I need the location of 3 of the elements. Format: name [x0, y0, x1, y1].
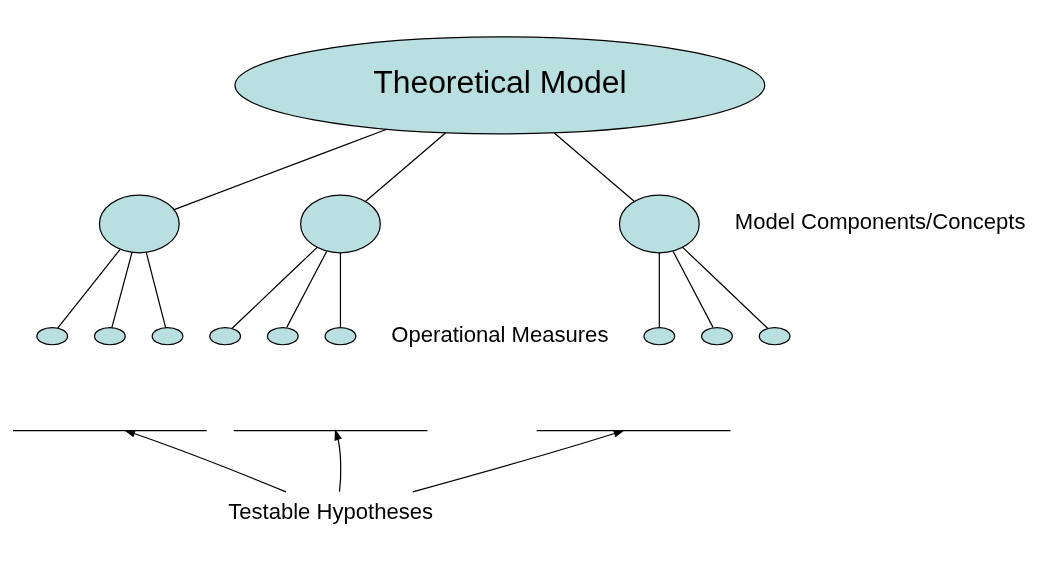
label: Operational Measures	[391, 321, 609, 347]
label: Model Components/Concepts	[734, 209, 1026, 235]
node-text: Testable Hypotheses	[228, 499, 434, 525]
